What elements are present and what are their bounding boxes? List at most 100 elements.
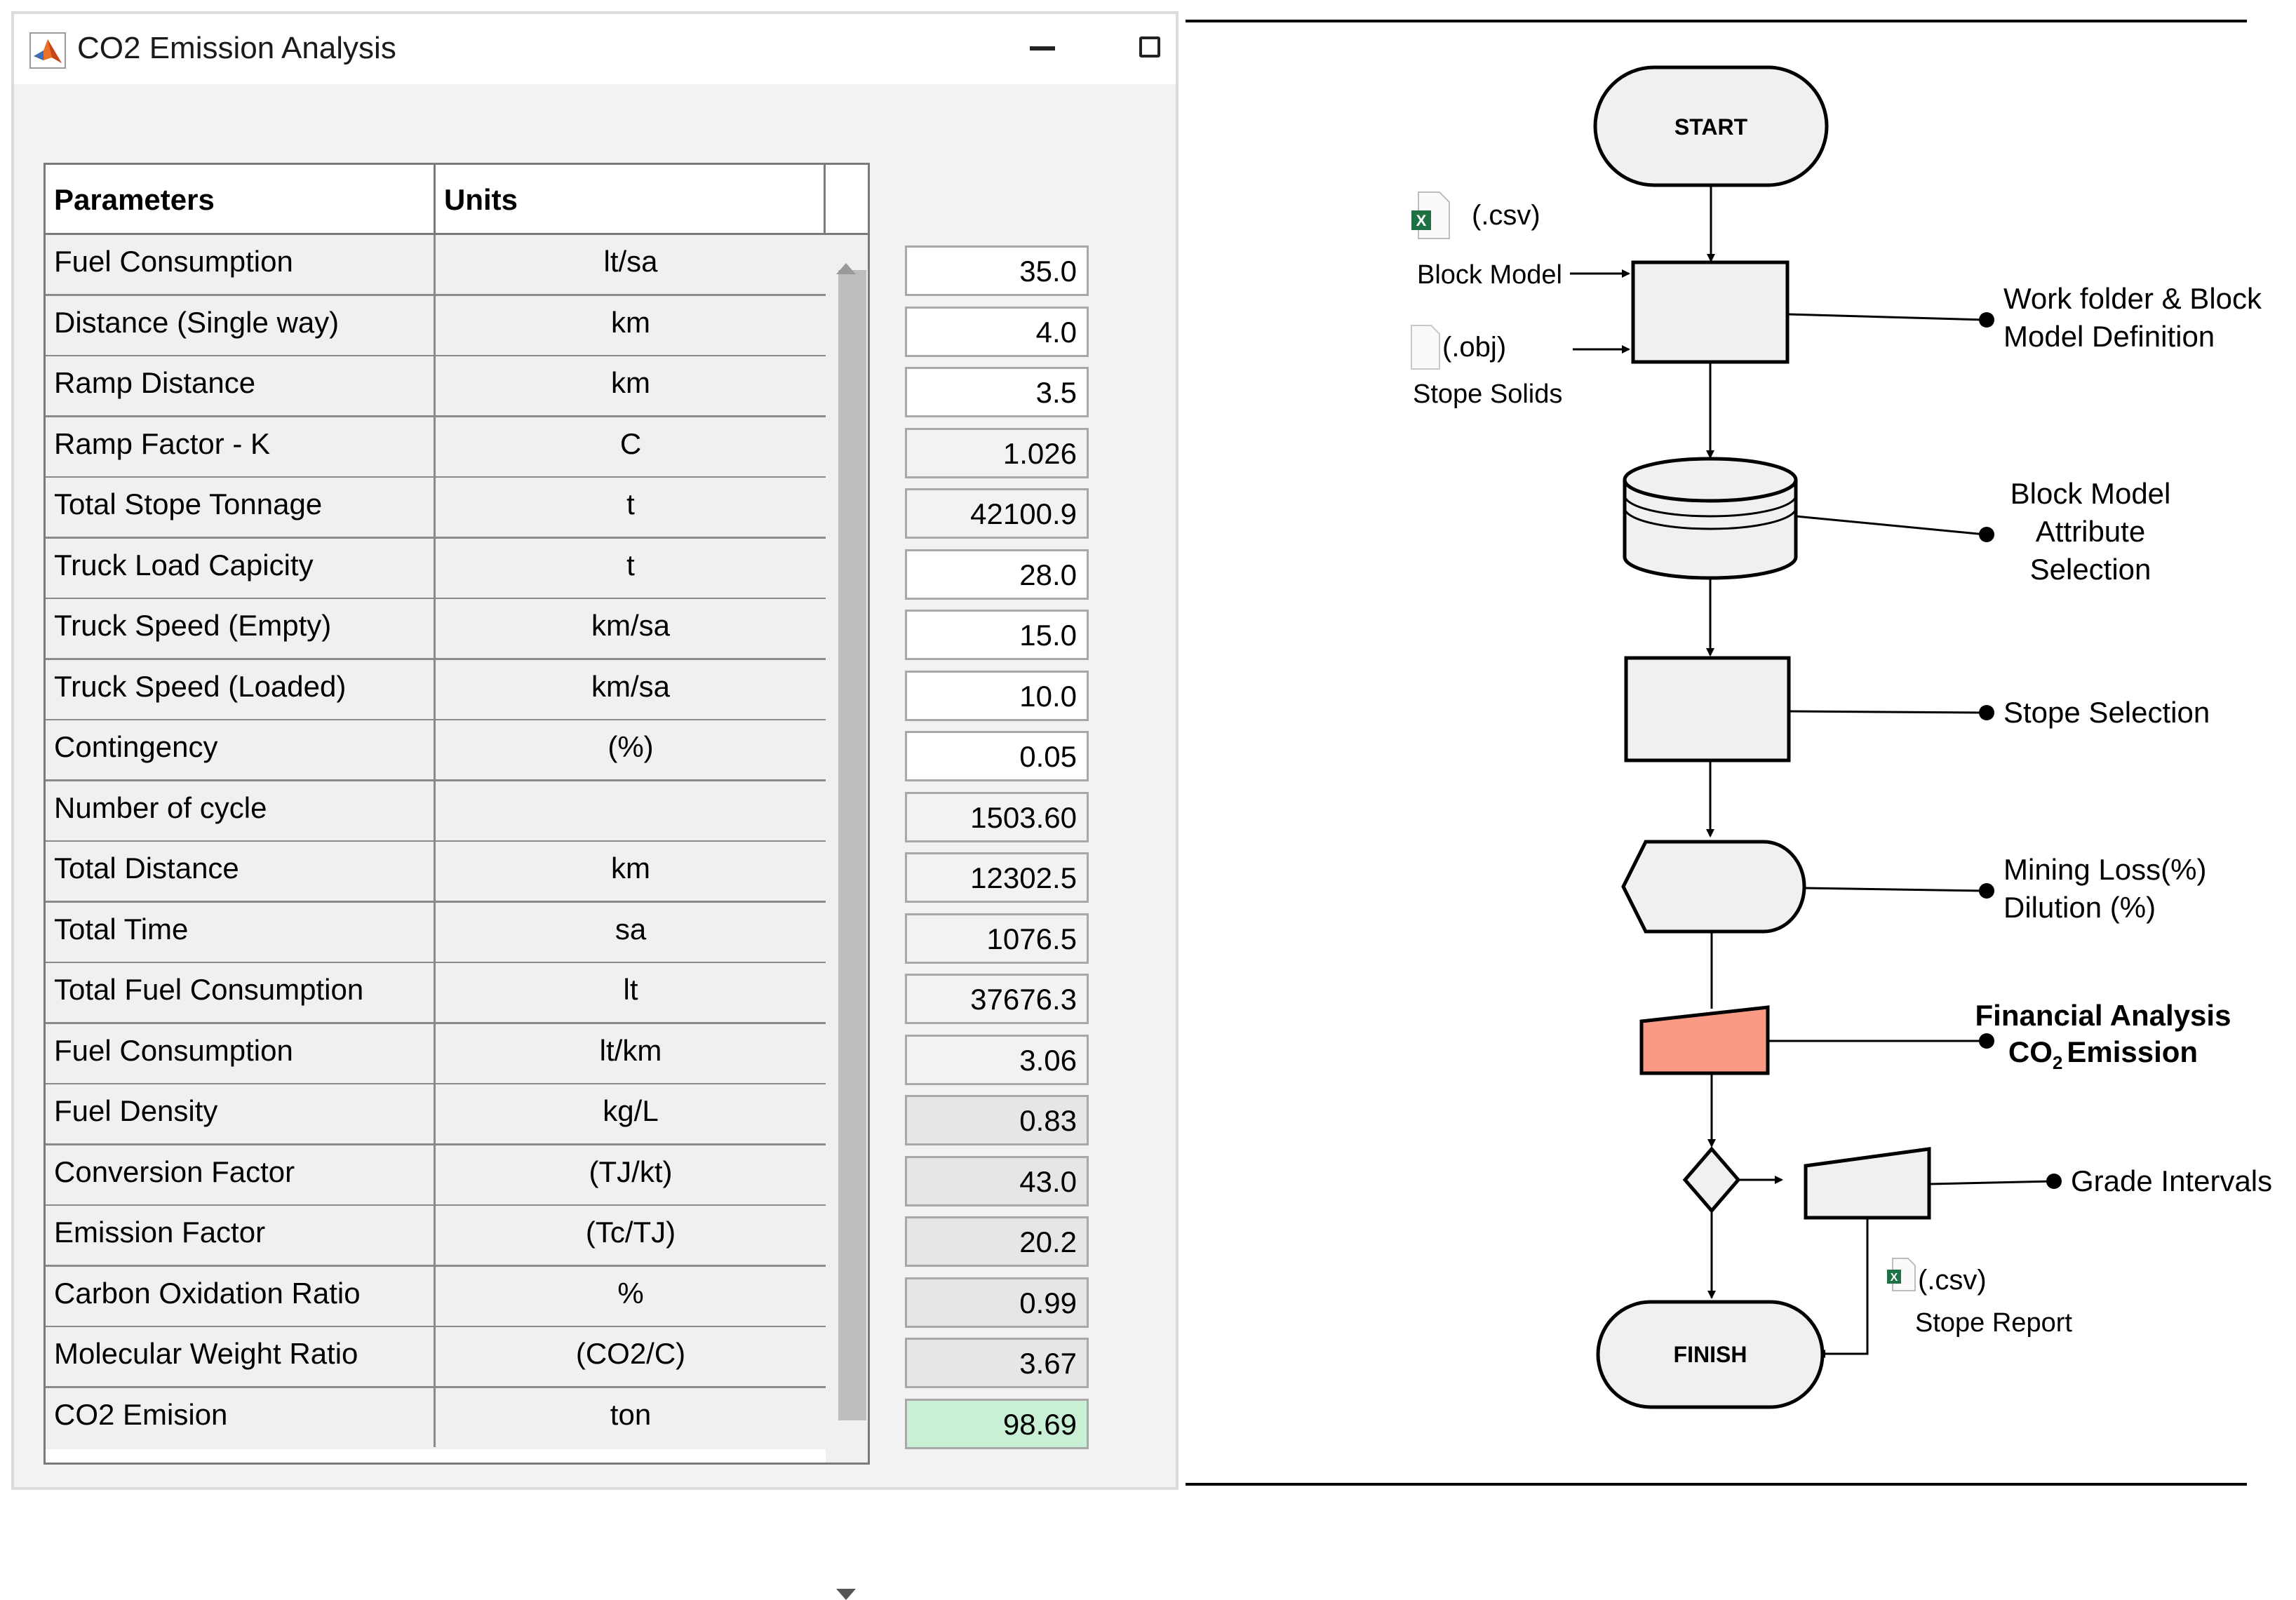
unit-cell: km/sa bbox=[591, 609, 670, 642]
start-label: START bbox=[1674, 114, 1748, 140]
parameter-name-cell: Ramp Factor - K bbox=[46, 417, 436, 476]
finish-label: FINISH bbox=[1674, 1342, 1747, 1367]
unit-cell: ton bbox=[610, 1397, 652, 1431]
unit-cell: lt/km bbox=[599, 1033, 662, 1067]
value-field[interactable]: 4.0 bbox=[905, 306, 1089, 357]
table-row[interactable]: Truck Speed (Loaded) km/sa bbox=[46, 659, 826, 721]
value-field: 0.99 bbox=[905, 1277, 1089, 1328]
mining-loss-display-shape bbox=[1621, 840, 1806, 934]
dot-mining-loss bbox=[1979, 883, 1994, 899]
value-field[interactable]: 28.0 bbox=[905, 549, 1089, 600]
unit-cell: km/sa bbox=[591, 669, 670, 703]
header-parameters[interactable]: Parameters bbox=[46, 165, 436, 235]
unit-cell: (TJ/kt) bbox=[589, 1155, 673, 1188]
value-field: 43.0 bbox=[905, 1155, 1089, 1206]
report-ext-label: (.csv) bbox=[1918, 1265, 1987, 1296]
table-row[interactable]: Molecular Weight Ratio(CO2/C) bbox=[46, 1327, 826, 1388]
table-row[interactable]: Emission Factor (Tc/TJ) bbox=[46, 1206, 826, 1267]
work-folder-process-box bbox=[1631, 260, 1790, 364]
value-field: 3.06 bbox=[905, 1034, 1089, 1085]
header-units[interactable]: Units bbox=[436, 165, 826, 235]
parameter-name-cell: Truck Speed (Loaded) bbox=[46, 659, 436, 719]
table-row[interactable]: Fuel Consumption lt/km bbox=[46, 1023, 826, 1085]
dot-stope-selection bbox=[1979, 705, 1994, 720]
value-field: 3.67 bbox=[905, 1338, 1089, 1388]
table-row[interactable]: Fuel Consumption lt/sa bbox=[46, 235, 826, 296]
grade-intervals-label: Grade Intervals bbox=[2071, 1164, 2272, 1197]
value-field[interactable]: 15.0 bbox=[905, 610, 1089, 660]
value-field: 42100.9 bbox=[905, 488, 1089, 539]
parameter-name-cell: Contingency bbox=[46, 720, 436, 779]
decision-diamond bbox=[1682, 1146, 1741, 1214]
unit-cell: lt bbox=[623, 973, 638, 1006]
table-row[interactable]: Truck Speed (Empty)km/sa bbox=[46, 599, 826, 660]
financial-analysis-box bbox=[1639, 1005, 1770, 1075]
value-field[interactable]: 35.0 bbox=[905, 246, 1089, 296]
unit-cell: kg/L bbox=[603, 1094, 659, 1127]
connector-stope-selection bbox=[1788, 710, 1986, 714]
table-row[interactable]: Contingency (%) bbox=[46, 720, 826, 781]
header-scroll-corner bbox=[826, 165, 868, 235]
finish-terminal bbox=[1596, 1300, 1825, 1409]
financial-analysis-label: Financial Analysis bbox=[1975, 999, 2231, 1032]
unit-cell: lt/sa bbox=[603, 245, 658, 278]
unit-cell: % bbox=[617, 1276, 644, 1310]
value-field[interactable]: 0.05 bbox=[905, 731, 1089, 781]
dot-financial bbox=[1979, 1033, 1994, 1049]
table-row[interactable]: Ramp Distance km bbox=[46, 356, 826, 417]
unit-cell: (Tc/TJ) bbox=[585, 1216, 676, 1249]
unit-cell: (%) bbox=[607, 730, 654, 763]
value-field[interactable]: 10.0 bbox=[905, 670, 1089, 721]
block-model-label: Block Model bbox=[1417, 260, 1562, 290]
value-field: 20.2 bbox=[905, 1216, 1089, 1267]
scroll-up-arrow-icon[interactable] bbox=[836, 263, 856, 274]
unit-cell: (CO2/C) bbox=[575, 1337, 686, 1370]
window-title: CO2 Emission Analysis bbox=[77, 31, 396, 65]
matlab-logo-icon bbox=[29, 32, 66, 69]
parameter-name-cell: Fuel Consumption bbox=[46, 235, 436, 294]
table-row[interactable]: Number of cycle bbox=[46, 781, 826, 842]
value-field[interactable]: 3.5 bbox=[905, 367, 1089, 417]
attr-line1: Block Model bbox=[2010, 477, 2171, 510]
dot-grade bbox=[2046, 1174, 2062, 1189]
parameter-name-cell: Carbon Oxidation Ratio bbox=[46, 1266, 436, 1326]
unit-cell: km bbox=[611, 366, 650, 399]
table-row[interactable]: Conversion Factor(TJ/kt) bbox=[46, 1145, 826, 1206]
connector-work-folder bbox=[1787, 313, 1986, 321]
stope-solids-label: Stope Solids bbox=[1413, 379, 1562, 409]
stope-report-label: Stope Report bbox=[1915, 1308, 2072, 1338]
parameter-name-cell: Total Distance bbox=[46, 842, 436, 901]
table-row[interactable]: Distance (Single way)km bbox=[46, 295, 826, 357]
parameter-name-cell: Total Time bbox=[46, 902, 436, 962]
scroll-down-arrow-icon[interactable] bbox=[836, 1589, 856, 1600]
scrollbar-thumb[interactable] bbox=[838, 270, 866, 1420]
dot-attribute bbox=[1979, 527, 1994, 542]
stope-selection-label: Stope Selection bbox=[2003, 696, 2210, 729]
grade-interval-box bbox=[1804, 1147, 1931, 1220]
app-window: CO2 Emission Analysis Parameters Units F… bbox=[11, 11, 1179, 1600]
table-row[interactable]: Carbon Oxidation Ratio% bbox=[46, 1266, 826, 1328]
parameter-name-cell: Truck Load Capicity bbox=[46, 538, 436, 598]
parameter-name-cell: Emission Factor bbox=[46, 1206, 436, 1265]
arrow-grade-to-finish bbox=[1817, 1218, 1869, 1358]
minimize-button[interactable] bbox=[1030, 46, 1055, 51]
connector-mining-loss bbox=[1804, 887, 1986, 892]
table-row[interactable]: Ramp Factor - K C bbox=[46, 417, 826, 478]
maximize-button[interactable] bbox=[1139, 36, 1160, 58]
parameter-name-cell: Fuel Consumption bbox=[46, 1023, 436, 1083]
parameter-name-cell: Ramp Distance bbox=[46, 356, 436, 415]
value-field: 1503.60 bbox=[905, 791, 1089, 842]
workflow-flowchart: START X (.csv) Block Model (.obj) Stope … bbox=[1186, 20, 2272, 1486]
unit-cell bbox=[436, 781, 826, 840]
title-bar: CO2 Emission Analysis bbox=[14, 14, 1176, 84]
dot-work-folder bbox=[1979, 312, 1994, 328]
unit-cell: C bbox=[619, 426, 642, 460]
